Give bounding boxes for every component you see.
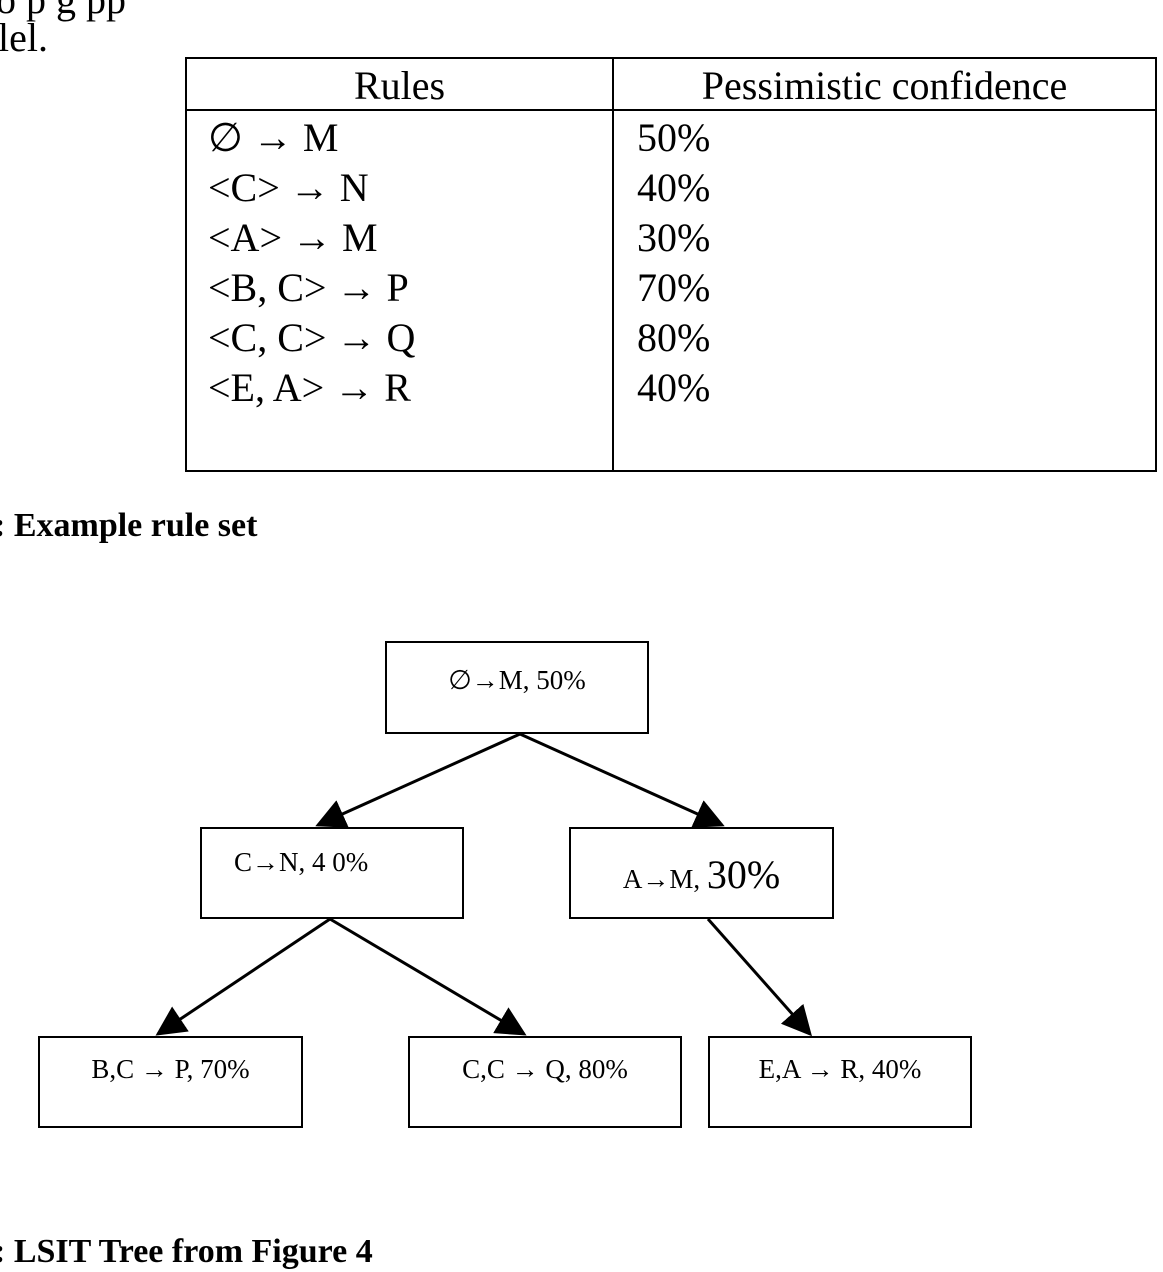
- edge-am-to-ear: [706, 918, 812, 1037]
- rule-cell: <C, C> → Q: [208, 315, 416, 360]
- table-caption: : Example rule set: [0, 507, 258, 544]
- edge-cn-to-ccq: [329, 917, 527, 1036]
- node-label: C,C → Q, 80%: [462, 1054, 628, 1084]
- confidence-cell: 50%: [637, 115, 711, 160]
- confidence-cell: 30%: [637, 215, 711, 260]
- header-rules: Rules: [353, 63, 446, 108]
- tree-node-ea-r: E,A → R, 40%: [708, 1036, 972, 1128]
- tree-node-c-n: C→N, 4 0%: [200, 827, 464, 919]
- node-label-prefix: A→M,: [622, 864, 707, 894]
- node-label: E,A → R, 40%: [758, 1054, 922, 1084]
- rules-table: Rules Pessimistic confidence ∅ → M 50% <…: [185, 57, 1157, 472]
- column-divider: [612, 59, 614, 470]
- rule-cell: <C> → N: [208, 165, 369, 210]
- header-divider: [187, 109, 1155, 111]
- node-label: C→N, 4 0%: [234, 847, 369, 877]
- tree-node-bc-p: B,C → P, 70%: [38, 1036, 303, 1128]
- confidence-cell: 40%: [637, 365, 711, 410]
- rule-cell: ∅ → M: [208, 115, 339, 160]
- edge-root-to-cn: [315, 732, 521, 828]
- confidence-cell: 70%: [637, 265, 711, 310]
- tree-node-cc-q: C,C → Q, 80%: [408, 1036, 682, 1128]
- confidence-cell: 40%: [637, 165, 711, 210]
- tree-node-root: ∅→M, 50%: [385, 641, 649, 734]
- rule-cell: <A> → M: [208, 215, 378, 260]
- node-label: B,C → P, 70%: [91, 1054, 250, 1084]
- rule-cell: <B, C> → P: [208, 265, 409, 310]
- edge-cn-to-bcp: [155, 917, 331, 1036]
- edge-root-to-am: [519, 732, 725, 828]
- header-pessimistic-confidence: Pessimistic confidence: [701, 63, 1068, 108]
- figure-caption: : LSIT Tree from Figure 4: [0, 1233, 373, 1270]
- rule-cell: <E, A> → R: [208, 365, 411, 410]
- confidence-cell: 80%: [637, 315, 711, 360]
- paragraph-ending: lel.: [0, 15, 48, 60]
- node-label: ∅→M, 50%: [448, 665, 586, 695]
- node-label-value: 30%: [706, 852, 781, 897]
- cut-off-text-line: o p g pp: [0, 0, 126, 20]
- tree-node-a-m: A→M, 30%: [569, 827, 834, 919]
